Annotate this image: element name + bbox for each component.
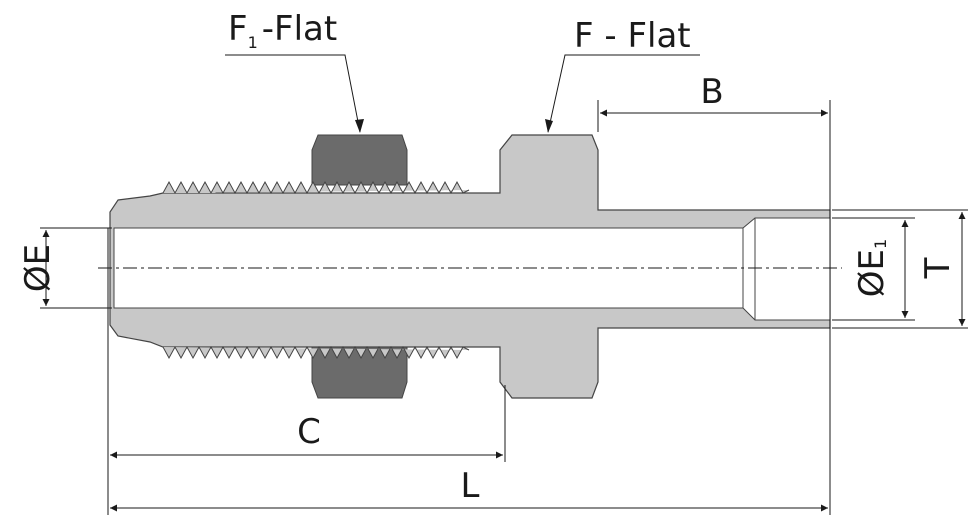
hex-nut-upper (311, 134, 408, 186)
label-l: L (461, 466, 480, 506)
label-phi-e: ØE (18, 244, 58, 292)
thread-upper (162, 180, 470, 195)
label-f-flat: F - Flat (574, 16, 691, 56)
label-phi-e1: ØE1 (852, 239, 892, 297)
extension-lines (40, 100, 968, 515)
label-t: T (918, 257, 958, 279)
dimension-lines (42, 109, 966, 512)
hex-nut (311, 134, 408, 399)
leader-lines (225, 54, 700, 133)
bore (113, 217, 831, 321)
thread-lower (162, 345, 470, 360)
leader-arrow-f1 (355, 119, 364, 133)
label-b: B (700, 72, 723, 112)
label-c: C (297, 412, 321, 452)
label-f1-flat: F1-Flat (228, 9, 337, 52)
leader-arrow-f (545, 119, 553, 133)
